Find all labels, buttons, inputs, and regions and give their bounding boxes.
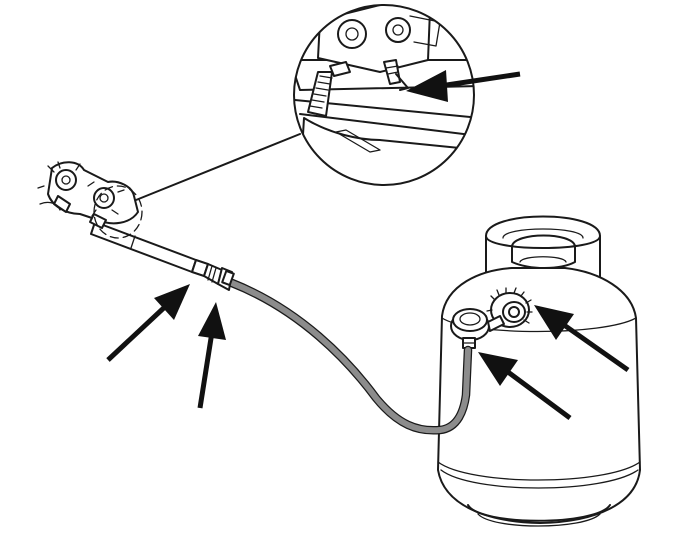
burner-valve-assembly (37, 161, 143, 239)
arrow-orifice (406, 70, 521, 102)
regulator (450, 308, 505, 349)
detail-magnifier-view (293, 4, 475, 186)
regulator-hose (227, 278, 473, 435)
arrow-regulator (478, 352, 572, 421)
arrow-fitting-left (106, 284, 190, 362)
arrow-fitting-bottom (197, 302, 226, 409)
gas-manifold-tube (90, 221, 235, 291)
detail-callout-line (135, 133, 301, 201)
arrow-handwheel (534, 305, 630, 373)
